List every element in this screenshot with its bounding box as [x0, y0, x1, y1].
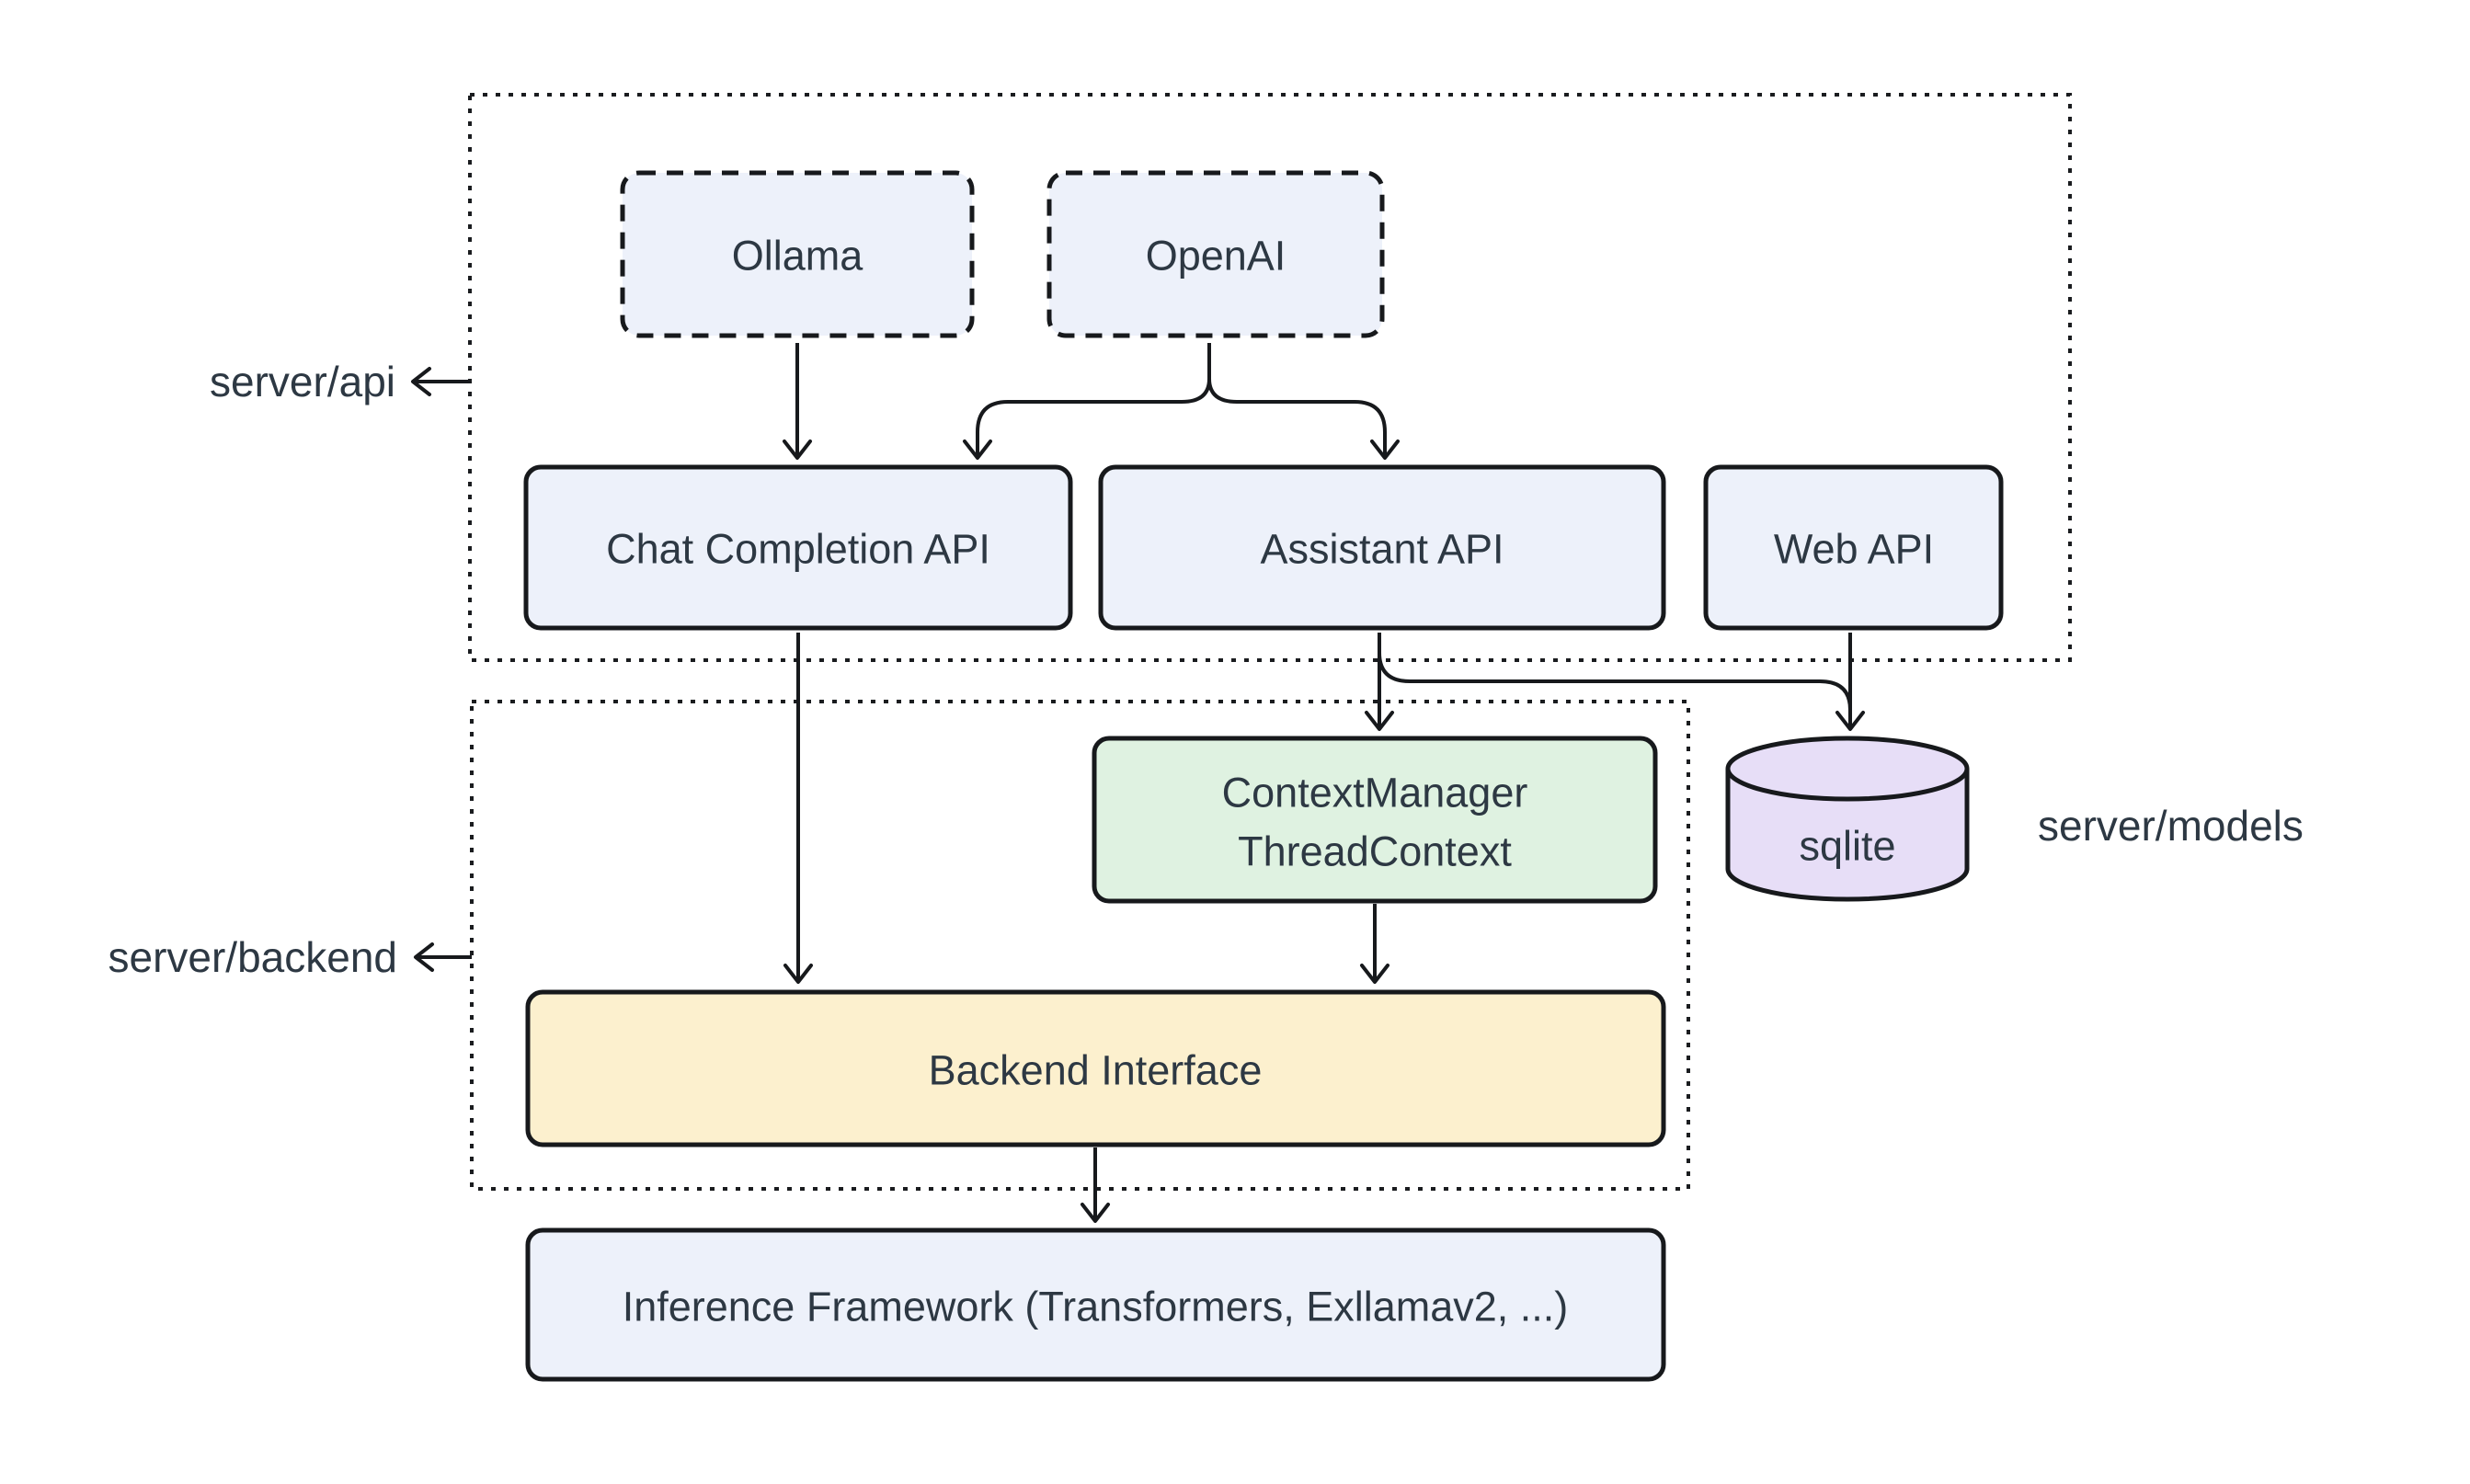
server-api-container — [468, 93, 2072, 662]
node-backend-interface: Backend Interface — [525, 989, 1666, 1147]
node-web-api: Web API — [1703, 464, 2004, 631]
server-backend-container — [470, 700, 1690, 1191]
node-assistant-api: Assistant API — [1098, 464, 1666, 631]
node-context-manager: ContextManager ThreadContext — [1092, 736, 1658, 904]
backend-interface-box — [525, 989, 1666, 1147]
server-api-label: server/api — [210, 358, 395, 405]
sqlite-label: sqlite — [1799, 823, 1895, 870]
server-backend-label: server/backend — [109, 933, 398, 981]
node-sqlite: sqlite — [1725, 736, 1970, 902]
edge-openai-to-assistant — [1207, 378, 1400, 460]
node-chat-completion-api: Chat Completion API — [523, 464, 1073, 631]
server-models-label: server/models — [2038, 802, 2304, 850]
context-manager-label-line1: ContextManager — [1222, 770, 1528, 816]
openai-label: OpenAI — [1146, 233, 1286, 280]
sqlite-cylinder-top — [1725, 736, 1970, 802]
inference-framework-box — [525, 1227, 1666, 1382]
node-ollama: Ollama — [620, 170, 975, 338]
context-manager-label-line2: ThreadContext — [1238, 828, 1512, 875]
context-manager-box — [1092, 736, 1658, 904]
chat-completion-api-box — [523, 464, 1073, 631]
inference-framework-label: Inference Framework (Transformers, Exlla… — [623, 1284, 1569, 1330]
ollama-label: Ollama — [732, 233, 864, 280]
web-api-label: Web API — [1774, 526, 1934, 573]
node-inference-framework: Inference Framework (Transformers, Exlla… — [525, 1227, 1666, 1382]
sqlite-cylinder-body-stroke — [1725, 769, 1970, 902]
ollama-box — [620, 170, 975, 338]
openai-box — [1046, 170, 1385, 338]
chat-completion-api-label: Chat Completion API — [606, 526, 990, 573]
node-openai: OpenAI — [1046, 170, 1385, 338]
assistant-api-label: Assistant API — [1260, 526, 1504, 573]
web-api-box — [1703, 464, 2004, 631]
backend-interface-label: Backend Interface — [929, 1047, 1263, 1094]
sqlite-cylinder-body-fill — [1728, 769, 1967, 899]
assistant-api-box — [1098, 464, 1666, 631]
edge-assistant-to-sqlite — [1378, 652, 1852, 711]
edge-openai-to-chat-completion — [963, 343, 1211, 460]
